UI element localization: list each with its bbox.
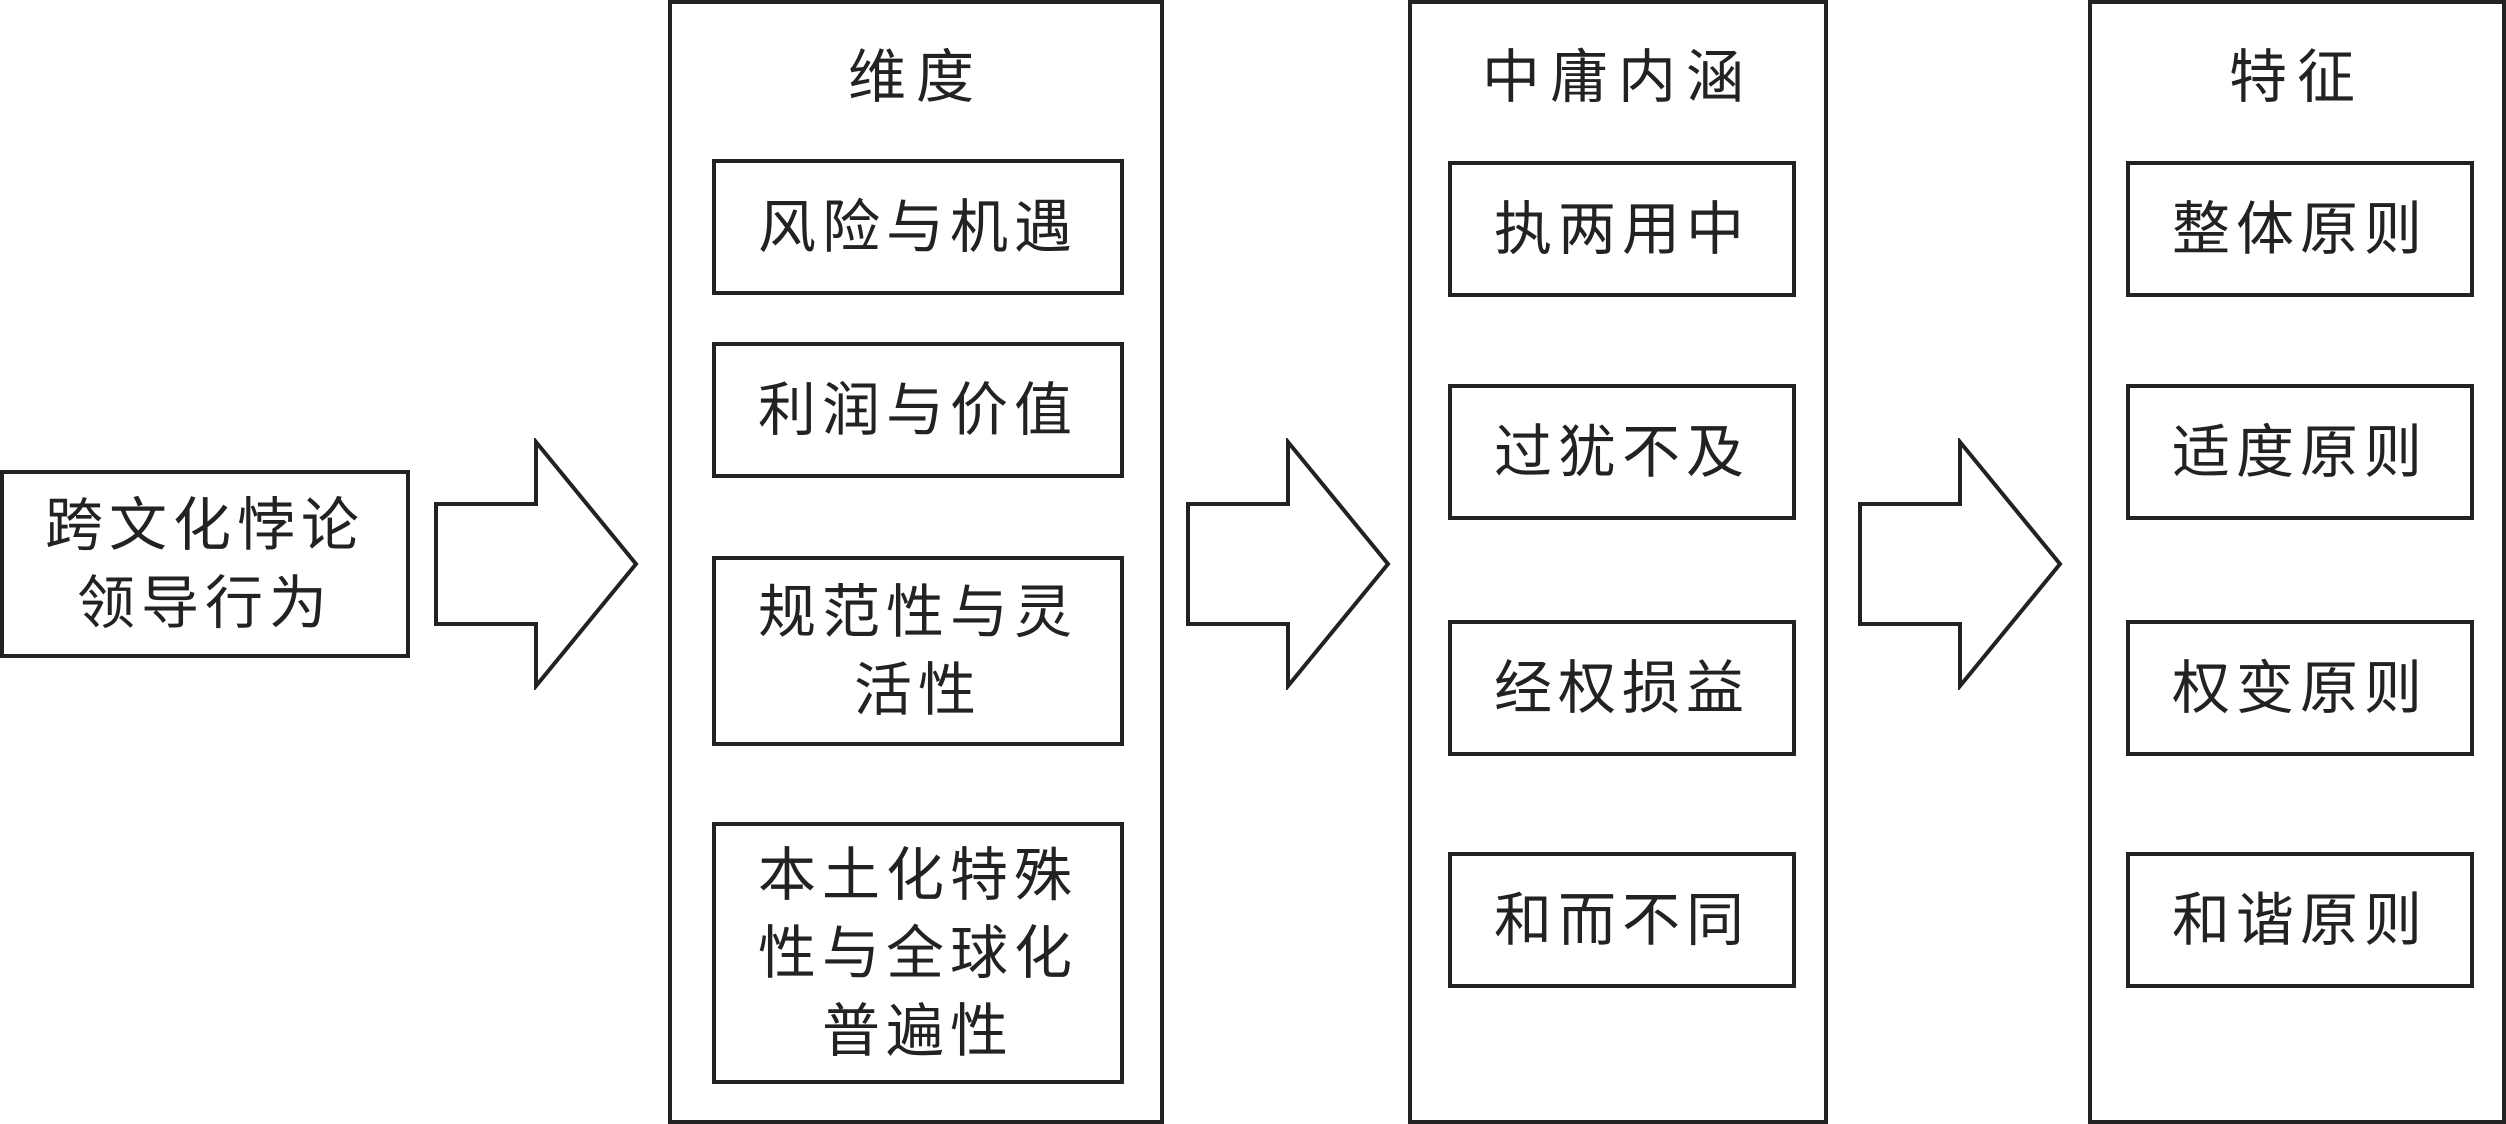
feature-column-title: 特征: [2228, 43, 2365, 111]
arrow-right-icon: [1186, 438, 1391, 690]
zhongyong-column: 中庸内涵 执两用中 过犹不及 经权损益 和而不同: [1408, 0, 1828, 1124]
dimension-column-title: 维度: [847, 43, 984, 111]
dimension-item: 规范性与灵 活性: [712, 556, 1124, 746]
zhongyong-item: 和而不同: [1448, 852, 1796, 988]
feature-item: 整体原则: [2126, 161, 2474, 297]
source-label: 跨文化悖论 领导行为: [44, 491, 365, 637]
zhongyong-item: 经权损益: [1448, 620, 1796, 756]
arrow-right-icon: [434, 438, 639, 690]
dimension-item: 风险与机遇: [712, 159, 1124, 295]
zhongyong-item: 过犹不及: [1448, 384, 1796, 520]
feature-item: 权变原则: [2126, 620, 2474, 756]
feature-column: 特征 整体原则 适度原则 权变原则 和谐原则: [2088, 0, 2506, 1124]
feature-item: 适度原则: [2126, 384, 2474, 520]
source-box: 跨文化悖论 领导行为: [0, 470, 410, 658]
dimension-column: 维度 风险与机遇 利润与价值 规范性与灵 活性 本土化特殊 性与全球化 普遍性: [668, 0, 1164, 1124]
zhongyong-column-title: 中庸内涵: [1481, 43, 1754, 111]
dimension-item: 本土化特殊 性与全球化 普遍性: [712, 822, 1124, 1084]
feature-item: 和谐原则: [2126, 852, 2474, 988]
arrow-right-icon: [1858, 438, 2063, 690]
dimension-item: 利润与价值: [712, 342, 1124, 478]
zhongyong-item: 执两用中: [1448, 161, 1796, 297]
